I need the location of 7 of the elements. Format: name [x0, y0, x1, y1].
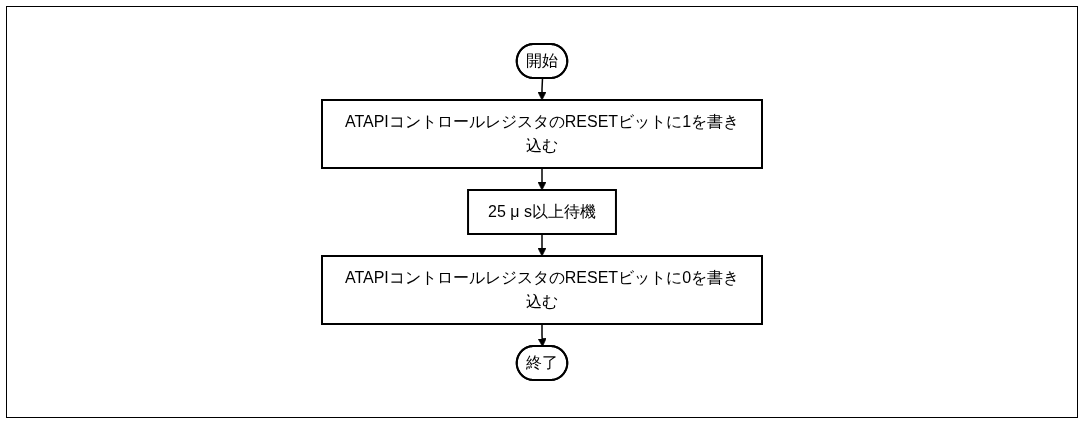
- arrow: [537, 167, 547, 191]
- node-box: ATAPIコントロールレジスタのRESETビットに1を書き込む: [321, 99, 763, 169]
- arrow: [537, 77, 547, 101]
- arrow: [537, 233, 547, 257]
- node-box: ATAPIコントロールレジスタのRESETビットに0を書き込む: [321, 255, 763, 325]
- node-box: 25 μ s以上待機: [467, 189, 617, 235]
- arrow: [537, 323, 547, 347]
